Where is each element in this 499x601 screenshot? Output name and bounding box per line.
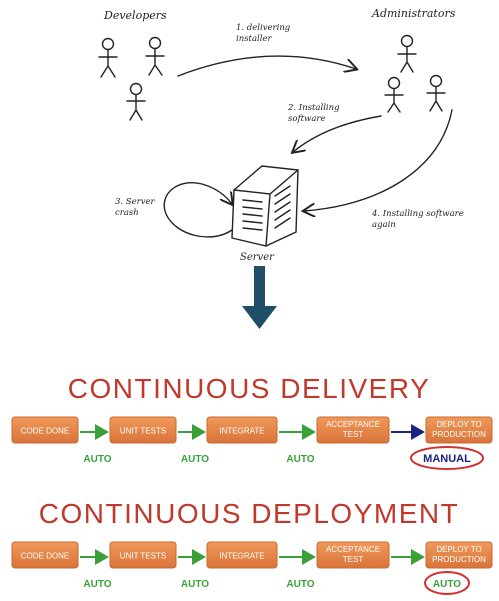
deployment-stage-box: CODE DONE bbox=[11, 541, 79, 569]
arrow-installing-software bbox=[293, 115, 382, 152]
delivery-stage-box: INTEGRATE bbox=[206, 416, 278, 444]
deployment-transition-label: AUTO bbox=[433, 579, 461, 590]
developer-figure-2 bbox=[145, 36, 165, 76]
deployment-stage-rect bbox=[109, 541, 177, 569]
arrow-installing-software-again bbox=[304, 109, 453, 211]
arrow-delivering-installer bbox=[177, 55, 356, 77]
deployment-transition-label: AUTO bbox=[181, 579, 209, 590]
delivery-highlight-circle bbox=[410, 446, 484, 470]
deployment-stage-rect bbox=[206, 541, 278, 569]
delivery-stage-label: ACCEPTANCE bbox=[326, 420, 380, 429]
deployment-stage-label: DEPLOY TO bbox=[436, 545, 481, 554]
continuous-deployment-pipeline: CODE DONE UNIT TESTS INTEGRATE ACCEPTANCETE… bbox=[11, 541, 493, 595]
deployment-stage-rect bbox=[11, 541, 79, 569]
delivery-stage-box: CODE DONE bbox=[11, 416, 79, 444]
delivery-stage-rect bbox=[11, 416, 79, 444]
continuous-delivery-pipeline: CODE DONE UNIT TESTS INTEGRATE ACCEPTANCETE… bbox=[11, 416, 493, 470]
deployment-transition-label: AUTO bbox=[83, 579, 111, 590]
deployment-stage-label: TEST bbox=[343, 555, 364, 564]
developers-label: Developers bbox=[103, 9, 167, 22]
administrator-figure-2 bbox=[384, 76, 404, 113]
delivery-transition-label: AUTO bbox=[83, 454, 111, 465]
delivery-stage-label: PRODUCTION bbox=[432, 430, 486, 439]
delivery-stage-rect bbox=[316, 416, 390, 444]
delivery-stage-label: TEST bbox=[343, 430, 364, 439]
server-crash-loop bbox=[163, 182, 232, 238]
deployment-stage-box: UNIT TESTS bbox=[109, 541, 177, 569]
continuous-delivery-title: CONTINUOUS DELIVERY bbox=[68, 373, 431, 404]
step1-label-line1: 1. delivering bbox=[236, 23, 291, 33]
step1-label-line2: installer bbox=[236, 34, 273, 44]
administrators-label: Administrators bbox=[371, 7, 456, 20]
step4-label-line2: again bbox=[372, 220, 396, 230]
administrator-figure-3 bbox=[426, 74, 446, 112]
delivery-stage-label: UNIT TESTS bbox=[120, 427, 166, 436]
delivery-transition-label: AUTO bbox=[181, 454, 209, 465]
step2-label-line2: software bbox=[288, 114, 325, 124]
deployment-stage-label: INTEGRATE bbox=[219, 552, 264, 561]
server-icon bbox=[231, 165, 299, 247]
developer-figure-3 bbox=[126, 82, 146, 121]
delivery-transition-label: AUTO bbox=[286, 454, 314, 465]
delivery-stage-label: DEPLOY TO bbox=[436, 420, 481, 429]
delivery-transition-label: MANUAL bbox=[423, 453, 471, 465]
delivery-stage-rect bbox=[109, 416, 177, 444]
continuous-deployment-title: CONTINUOUS DEPLOYMENT bbox=[39, 498, 459, 529]
deployment-stage-label: PRODUCTION bbox=[432, 555, 486, 564]
deployment-stage-label: ACCEPTANCE bbox=[326, 545, 380, 554]
deployment-stage-label: UNIT TESTS bbox=[120, 552, 166, 561]
step2-label-line1: 2. Installing bbox=[287, 103, 340, 113]
administrator-figure-1 bbox=[397, 34, 417, 73]
delivery-stage-rect bbox=[206, 416, 278, 444]
delivery-stage-label: CODE DONE bbox=[21, 427, 69, 436]
transition-arrow-icon bbox=[242, 266, 277, 329]
deployment-transition-label: AUTO bbox=[286, 579, 314, 590]
step4-label-line1: 4. Installing software bbox=[371, 209, 464, 219]
delivery-stage-label: INTEGRATE bbox=[219, 427, 264, 436]
developer-figure-1 bbox=[98, 37, 118, 78]
step3-label-line1: 3. Server bbox=[115, 197, 156, 207]
deployment-stage-label: CODE DONE bbox=[21, 552, 69, 561]
delivery-stage-rect bbox=[425, 416, 493, 444]
deployment-stage-box: INTEGRATE bbox=[206, 541, 278, 569]
deployment-stage-rect bbox=[425, 541, 493, 569]
deployment-stage-rect bbox=[316, 541, 390, 569]
step3-label-line2: crash bbox=[115, 208, 139, 218]
top-sketch bbox=[98, 34, 453, 247]
server-label: Server bbox=[240, 252, 275, 263]
deployment-highlight-circle bbox=[424, 571, 470, 595]
delivery-stage-box: UNIT TESTS bbox=[109, 416, 177, 444]
